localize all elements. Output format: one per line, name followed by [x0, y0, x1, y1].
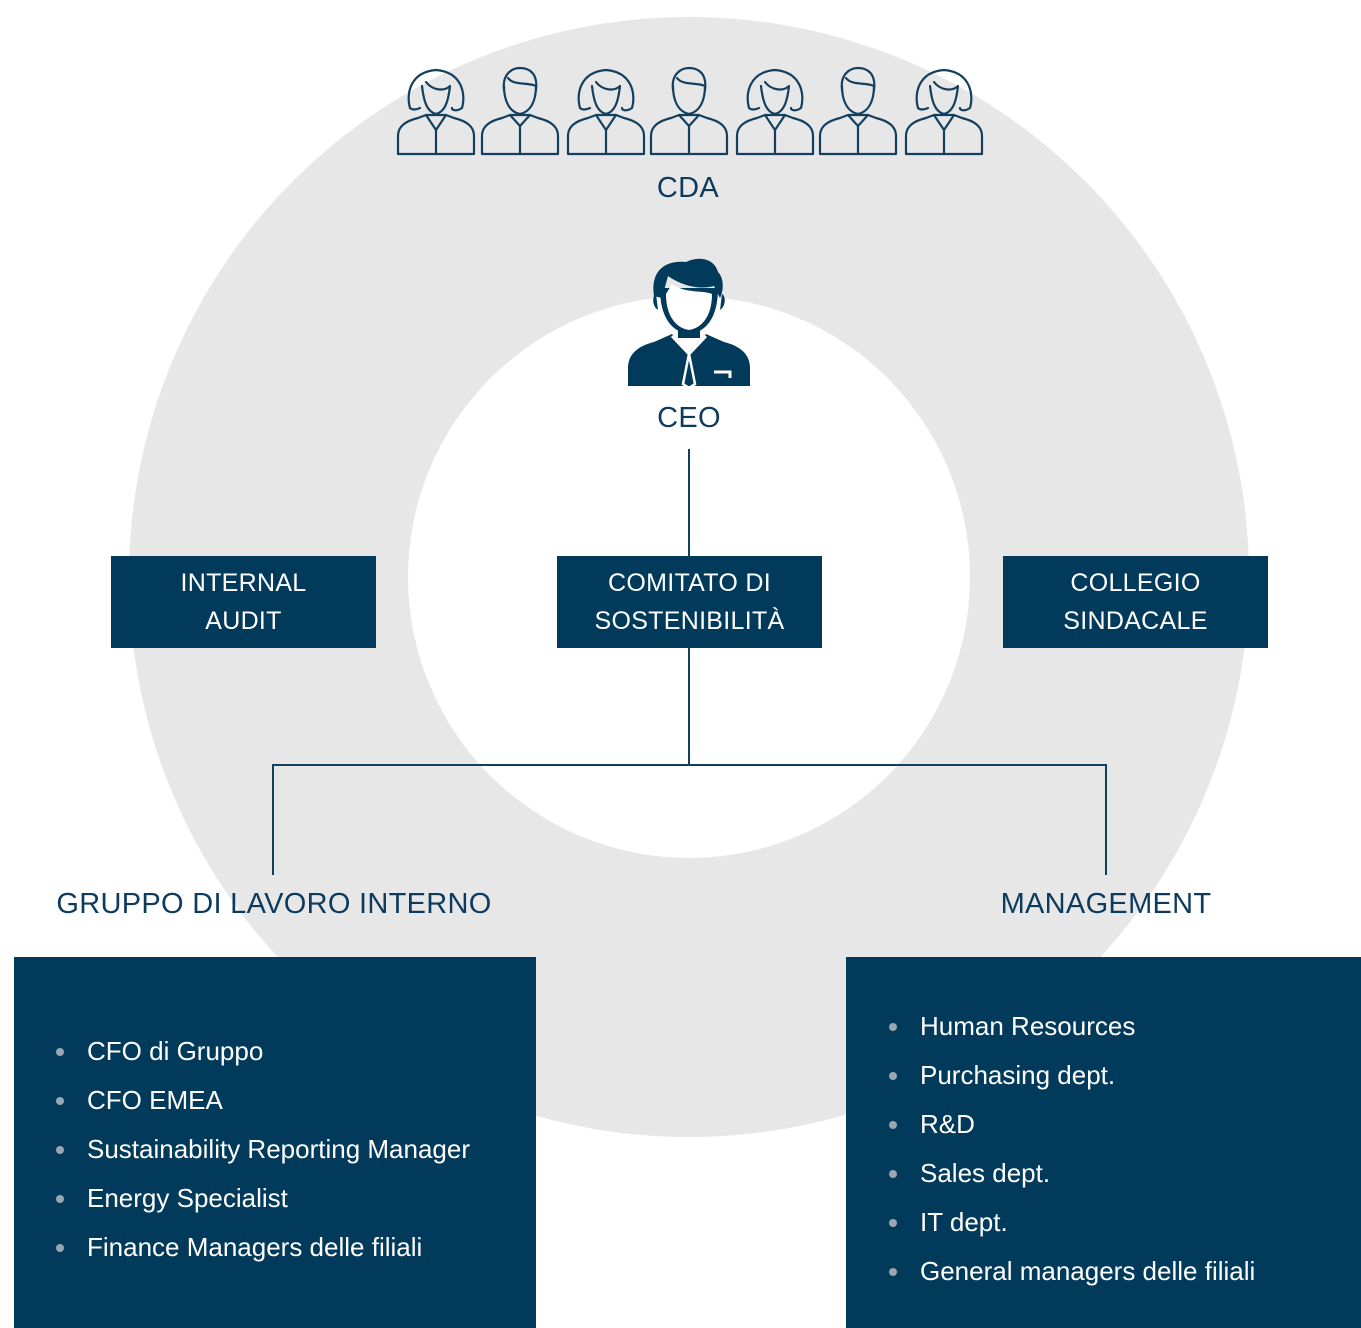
woman-icon: [735, 68, 815, 156]
left-group-list: CFO di Gruppo CFO EMEA Sustainability Re…: [56, 1027, 470, 1272]
list-item: IT dept.: [889, 1198, 1255, 1247]
list-item: CFO di Gruppo: [56, 1027, 470, 1076]
left-group-title: GRUPPO DI LAVORO INTERNO: [56, 888, 492, 920]
ceo-label: CEO: [657, 402, 721, 434]
right-group-list: Human Resources Purchasing dept. R&D Sal…: [889, 1002, 1255, 1296]
bullet: [889, 1023, 897, 1031]
internal-audit-line1: INTERNAL: [180, 569, 307, 597]
bullet: [56, 1146, 64, 1154]
list-item: General managers delle filiali: [889, 1247, 1255, 1296]
right-group-panel: Human Resources Purchasing dept. R&D Sal…: [846, 957, 1361, 1328]
bullet: [56, 1195, 64, 1203]
man-icon: [480, 66, 560, 156]
ceo-connector: [688, 449, 690, 556]
committee-connector: [688, 647, 690, 765]
branch-horizontal: [272, 764, 1107, 766]
collegio-box: COLLEGIO SINDACALE: [1003, 556, 1268, 648]
list-item: Sustainability Reporting Manager: [56, 1125, 470, 1174]
man-icon: [818, 66, 898, 156]
woman-icon: [904, 68, 984, 156]
man-icon: [649, 66, 729, 156]
bullet: [889, 1121, 897, 1129]
branch-right: [1105, 764, 1107, 875]
bullet: [889, 1170, 897, 1178]
bullet: [889, 1219, 897, 1227]
branch-left: [272, 764, 274, 875]
ceo-icon: [628, 258, 750, 388]
bullet: [889, 1072, 897, 1080]
list-item: Human Resources: [889, 1002, 1255, 1051]
woman-icon: [566, 68, 646, 156]
bullet: [56, 1244, 64, 1252]
woman-icon: [396, 68, 476, 156]
board-label: CDA: [656, 172, 720, 204]
list-item: Purchasing dept.: [889, 1051, 1255, 1100]
bullet: [56, 1048, 64, 1056]
right-group-title: MANAGEMENT: [1000, 888, 1212, 920]
bullet: [889, 1268, 897, 1276]
collegio-line1: COLLEGIO: [1070, 569, 1201, 597]
committee-line2: SOSTENIBILITÀ: [594, 607, 785, 635]
internal-audit-line2: AUDIT: [205, 607, 282, 635]
list-item: Energy Specialist: [56, 1174, 470, 1223]
list-item: Sales dept.: [889, 1149, 1255, 1198]
list-item: R&D: [889, 1100, 1255, 1149]
bullet: [56, 1097, 64, 1105]
internal-audit-box: INTERNAL AUDIT: [111, 556, 376, 648]
left-group-panel: CFO di Gruppo CFO EMEA Sustainability Re…: [14, 957, 536, 1328]
committee-line1: COMITATO DI: [607, 569, 772, 597]
committee-box: COMITATO DI SOSTENIBILITÀ: [557, 556, 822, 648]
list-item: Finance Managers delle filiali: [56, 1223, 470, 1272]
collegio-line2: SINDACALE: [1063, 607, 1208, 635]
list-item: CFO EMEA: [56, 1076, 470, 1125]
